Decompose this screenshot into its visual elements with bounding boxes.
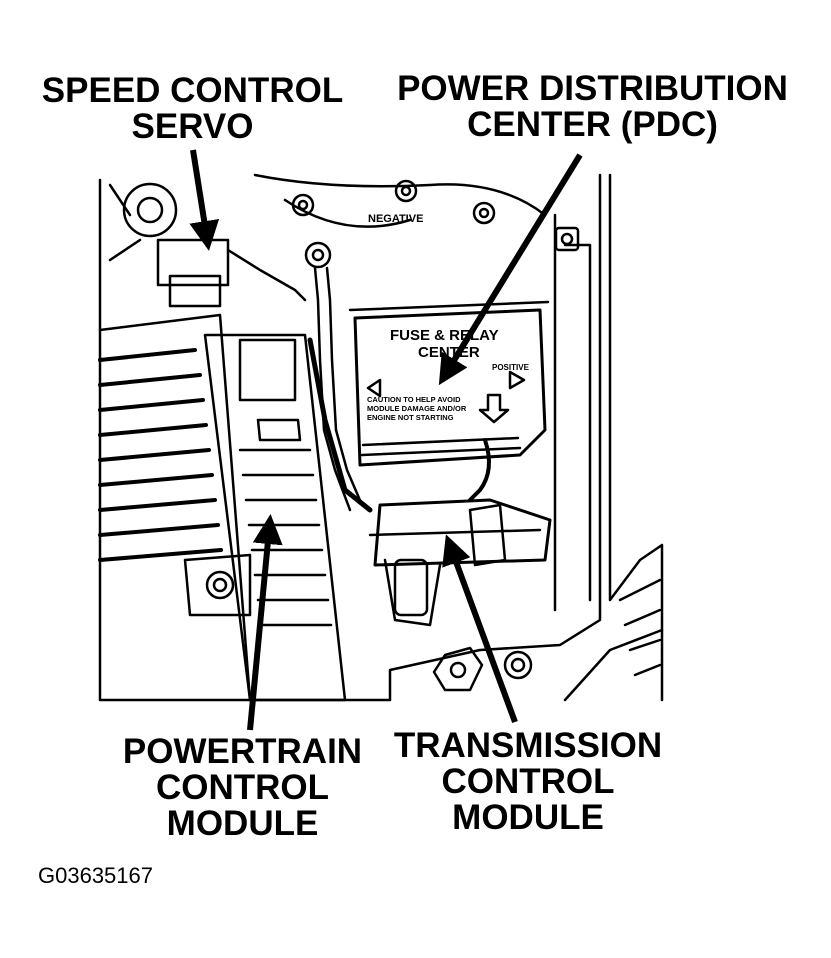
label-line: MODULE — [166, 804, 319, 843]
figure-id: G03635167 — [38, 863, 153, 888]
label-line: CENTER (PDC) — [467, 105, 718, 144]
label-line: SPEED CONTROL — [41, 71, 344, 110]
pcm-leader — [247, 514, 283, 731]
label-line: TRANSMISSION — [393, 726, 663, 765]
positive-label: POSITIVE — [492, 363, 530, 372]
label-line: CONTROL — [441, 762, 615, 801]
label-line: POWER DISTRIBUTION — [397, 69, 788, 108]
label-line: CONTROL — [155, 768, 330, 807]
transmission-control-module-label: TRANSMISSION CONTROL MODULE — [378, 728, 678, 836]
label-line: SERVO — [131, 107, 254, 146]
caution-line-1: CAUTION TO HELP AVOID — [367, 395, 461, 404]
speed-control-servo-label: SPEED CONTROL SERVO — [20, 73, 365, 145]
negative-label: NEGATIVE — [368, 213, 423, 225]
caution-line-3: ENGINE NOT STARTING — [367, 413, 454, 422]
powertrain-control-module-label: POWERTRAIN CONTROL MODULE — [100, 734, 385, 842]
caution-line-2: MODULE DAMAGE AND/OR — [367, 404, 467, 413]
center-label: CENTER — [418, 344, 480, 361]
label-line: POWERTRAIN — [122, 732, 363, 771]
label-line: MODULE — [452, 798, 604, 837]
fuse-relay-label: FUSE & RELAY — [390, 327, 499, 344]
tcm-leader — [442, 534, 518, 724]
pdc-leader — [438, 153, 583, 386]
power-distribution-center-label: POWER DISTRIBUTION CENTER (PDC) — [380, 71, 805, 143]
speed-servo-leader — [189, 149, 220, 251]
